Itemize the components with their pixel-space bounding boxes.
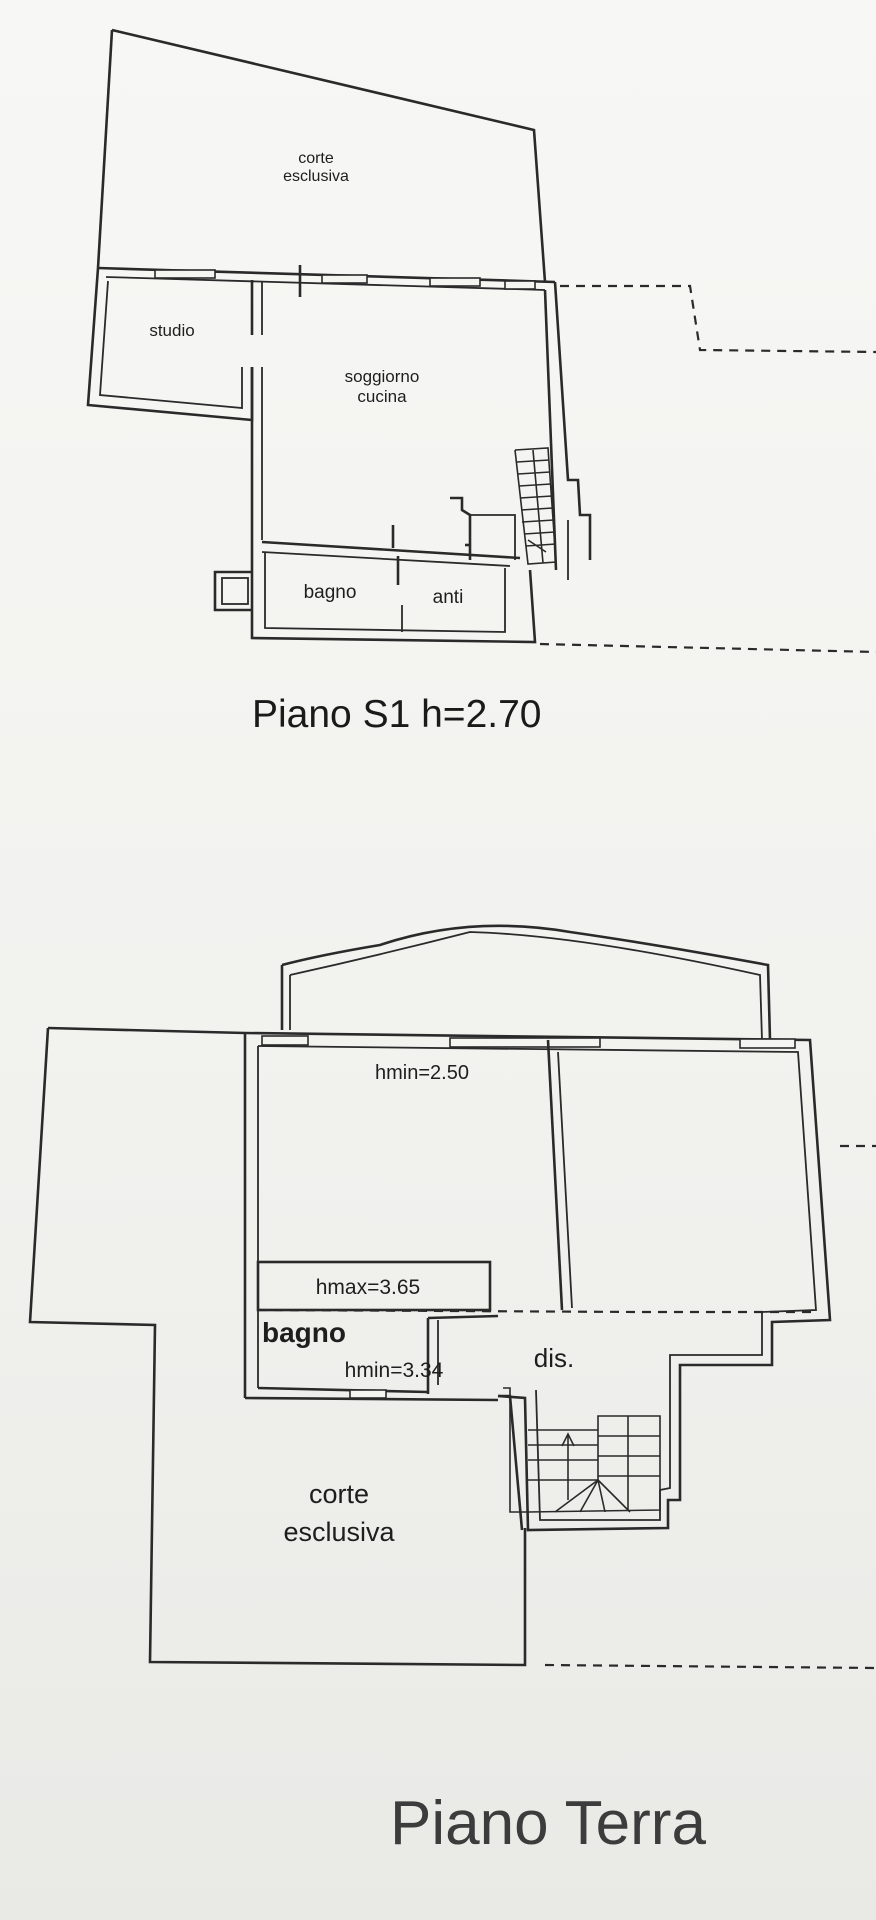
bath-north-wall-inner [261,551,511,567]
terra-bagno-label: bagno [262,1317,346,1348]
s1-cucina-label: cucina [357,387,407,406]
terra-outer-wall [244,1031,832,1532]
bagno-south-wall-outer [244,1396,499,1402]
s1-floor-title: Piano S1 h=2.70 [252,693,542,736]
lower-courtyard-top [47,1026,246,1035]
neighbor-boundary-top [560,284,876,354]
s1-anti-label: anti [433,587,464,608]
window [449,1037,601,1048]
s1-studio-label: studio [149,321,194,340]
staircase-terra [503,1387,661,1513]
soggiorno-east-wall-inner [543,289,558,571]
courtyard-boundary [111,28,547,283]
ceiling-change-line [257,1308,643,1314]
staircase-s1 [514,447,557,565]
terra-floor-title: Piano Terra [390,1789,706,1858]
window [321,274,368,284]
lower-courtyard-boundary [28,1027,527,1667]
window [504,280,536,290]
terra-hmin-bagno-label: hmin=3.34 [345,1359,444,1382]
s1-soggiorno-label: soggiorno [345,367,420,386]
curved-terrace [280,924,772,1041]
courtyard-east-wall [498,1394,524,1531]
terra-hmax-label: hmax=3.65 [316,1276,421,1299]
soggiorno-east-wall-outer [553,281,592,560]
dis-north-wall [427,1314,499,1320]
terra-corte-label-line2: esclusiva [283,1517,395,1547]
window [154,269,216,279]
terra-neighbor-boundary-bottom [544,1663,876,1670]
floor-plan-s1: corte esclusiva studio soggiorno cucina … [86,28,876,736]
studio-inner-wall [99,280,243,409]
closet-wall [450,496,472,560]
s1-bagno-label: bagno [304,582,357,603]
upper-rooms-partition-inner [557,1051,573,1309]
terra-dis-label: dis. [534,1343,574,1373]
studio-outer-wall [86,267,254,422]
closet-wall-inner [470,514,516,560]
courtyard-left-edge [96,29,114,269]
neighbor-boundary-bottom [539,642,876,654]
bath-inner-wall [264,552,506,633]
terra-corte-label: corte [309,1479,369,1509]
floor-plan-terra: hmin=2.50 hmax=3.65 bagno hmin=3.34 dis.… [28,924,876,1858]
window [261,1035,309,1046]
curved-terrace-inner [289,931,763,1041]
s1-corte-label: corte [298,150,334,167]
window [429,277,481,287]
terra-inner-wall [257,1045,817,1521]
s1-corte-label-line2: esclusiva [283,168,349,185]
bath-north-wall [261,540,521,560]
bath-outer-wall [250,545,537,644]
bagno-south-wall [257,1386,429,1394]
window [739,1038,796,1049]
bath-balcony [213,570,252,612]
window [349,1389,387,1399]
terra-hmin-top-label: hmin=2.50 [375,1062,469,1084]
upper-rooms-partition [546,1039,564,1311]
bath-balcony-inner [221,577,249,605]
